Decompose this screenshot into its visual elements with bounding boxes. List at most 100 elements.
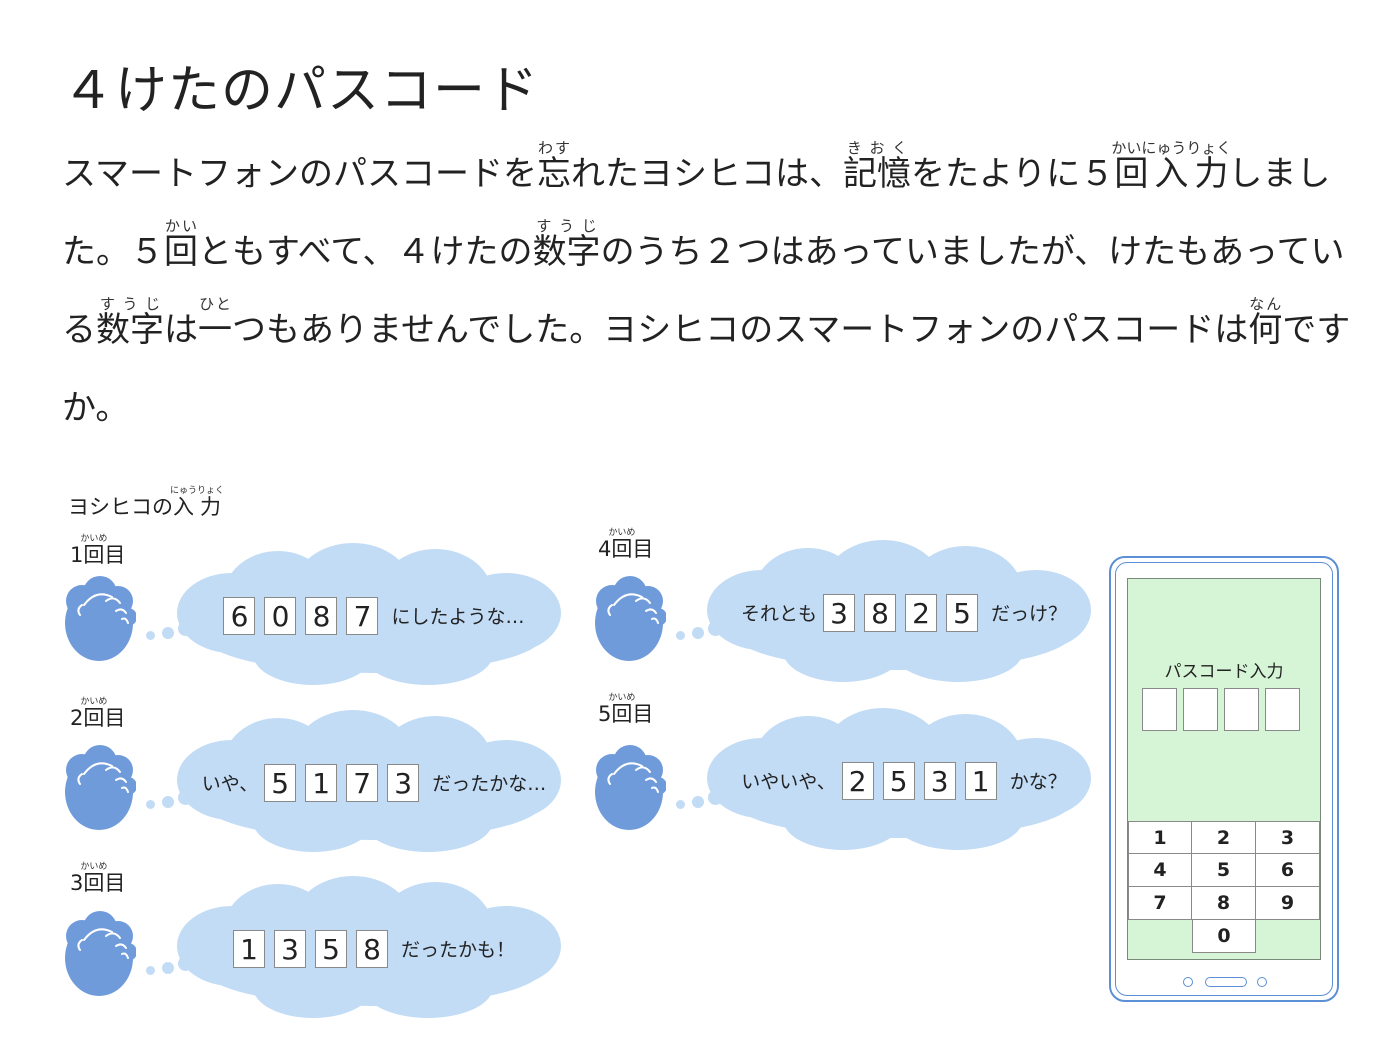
guess-digit: 5 [314,929,347,968]
guess-digit: 3 [923,761,956,800]
home-button[interactable] [1205,977,1247,987]
key-5[interactable]: 5 [1192,854,1256,887]
guess-prefix: それとも [740,603,817,625]
key-2[interactable]: 2 [1192,821,1256,854]
thought-dot [162,796,174,808]
guess-suffix: だったかも！ [400,939,515,961]
guess-digit: 1 [305,763,338,802]
key-0[interactable]: 0 [1192,920,1256,953]
phone-bezel [1115,562,1333,996]
phone-screen: パスコード入力 1 2 3 4 5 6 7 8 9 0 [1127,578,1321,960]
thought-dot [692,627,704,639]
person-head-icon [62,571,137,663]
attempt-label: 3回かいめ目 [70,862,126,895]
screen-title: パスコード入力 [1164,662,1284,682]
problem-text-part: をたよりに５ [910,154,1115,194]
ruby-word: 何なん [1248,295,1283,350]
problem-text-part: ともすべて、４けたの [198,232,533,272]
problem-text-part: しました。５ [62,154,1331,272]
thought-dot [162,627,174,639]
key-6[interactable]: 6 [1256,854,1320,887]
page-title: ４けたのパスコード [62,61,540,121]
guess-digit: 5 [946,593,978,632]
guess-digit: 8 [305,596,338,635]
passcode-slot[interactable] [1183,688,1218,731]
thought-dot [146,966,155,975]
ruby-word: 一ひと [198,295,232,350]
guess-prefix: いや、 [201,773,259,795]
problem-text-part: スマートフォンのパスコードを [62,154,537,194]
thought-dot [146,631,155,640]
guess-digit: 2 [905,593,937,632]
ruby-word: 数字すうじ [96,295,164,350]
passcode-slot[interactable] [1265,688,1300,731]
key-7[interactable]: 7 [1128,887,1192,920]
thought-dot [146,800,155,809]
thought-dot [676,800,685,809]
problem-text: スマートフォンのパスコードを忘わすれたヨシヒコは、記憶きおくをたよりに５回入力か… [62,135,1352,447]
attempt-label: 4回かいめ目 [598,528,654,561]
guess-digit: 2 [841,761,874,800]
passcode-slots [1142,688,1300,731]
attempt-label: 1回かいめ目 [70,534,126,567]
guess-suffix: にしたような… [391,606,525,628]
key-1[interactable]: 1 [1128,821,1192,854]
inputs-header: ヨシヒコの入力にゅうりょく [68,486,225,519]
key-4[interactable]: 4 [1128,854,1192,887]
guess-digit: 8 [864,593,896,632]
guess-digit: 7 [346,763,379,802]
guess-digit: 5 [882,761,915,800]
guess-digit: 5 [264,763,297,802]
guess-digit: 3 [823,593,855,632]
guess-digit: 0 [264,596,297,635]
ruby-word: 回入力かいにゅうりょく [1111,139,1232,194]
guess-digit: 8 [355,929,388,968]
person-head-icon [62,740,137,832]
guess-suffix: かな？ [1009,771,1067,793]
passcode-slot[interactable] [1142,688,1177,731]
attempt-label: 2回かいめ目 [70,697,126,730]
problem-text-part: つもありませんでした。ヨシヒコのスマートフォンのパスコードは [232,310,1249,350]
key-9[interactable]: 9 [1256,887,1320,920]
guess-digit: 7 [346,596,379,635]
ruby-word: 回かい [164,217,198,272]
person-head-icon [592,571,667,663]
guess-prefix: いやいや、 [741,771,836,793]
key-3[interactable]: 3 [1256,821,1320,854]
phone-sensor-dot [1257,977,1267,987]
ruby-word: 忘わす [536,139,571,194]
guess-digit: 1 [964,761,997,800]
guess-digit: 3 [387,763,420,802]
smartphone-icon: パスコード入力 1 2 3 4 5 6 7 8 9 0 [1109,556,1339,1002]
guess-digit: 6 [223,596,256,635]
thought-dot [676,631,685,640]
phone-sensor-dot [1183,977,1193,987]
thought-dot [692,796,704,808]
key-8[interactable]: 8 [1192,887,1256,920]
person-head-icon [62,906,137,998]
guess-suffix: だっけ？ [991,603,1068,625]
passcode-slot[interactable] [1224,688,1259,731]
problem-text-part: れたヨシヒコは、 [570,154,843,194]
person-head-icon [592,740,667,832]
ruby-word: 記憶きおく [842,139,911,194]
problem-text-part: ですか。 [62,310,1351,428]
keypad: 1 2 3 4 5 6 7 8 9 0 [1128,821,1320,953]
ruby-word: 数字すうじ [532,217,601,272]
attempt-label: 5回かいめ目 [598,693,654,726]
guess-suffix: だったかな… [432,773,547,795]
guess-digit: 3 [273,929,306,968]
problem-text-part: は [164,310,198,350]
guess-digit: 1 [232,929,265,968]
thought-dot [162,962,174,974]
